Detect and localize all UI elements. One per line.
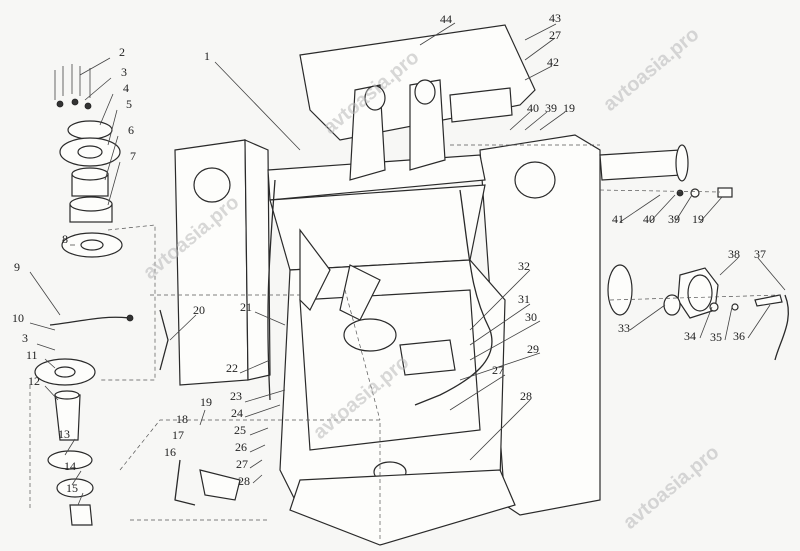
callout-26: 26: [235, 440, 247, 454]
callout-27: 27: [236, 457, 248, 471]
callout-29: 29: [527, 342, 539, 356]
callout-32: 32: [518, 259, 530, 273]
callout-19b: 19: [692, 212, 704, 226]
callout-23: 23: [230, 389, 242, 403]
callout-3b: 3: [22, 331, 28, 345]
callout-11: 11: [26, 348, 38, 362]
callout-39: 39: [668, 212, 680, 226]
callout-43: 43: [549, 11, 561, 25]
watermark: avtoasia.pro: [619, 441, 723, 534]
callout-37: 37: [754, 247, 766, 261]
callout-31: 31: [518, 292, 530, 306]
guide-lines: [29, 144, 781, 540]
callout-34: 34: [684, 329, 696, 343]
callout-9: 9: [14, 260, 20, 274]
callout-42: 42: [547, 55, 559, 69]
callout-24: 24: [231, 406, 243, 420]
hoses: [174, 179, 493, 506]
callout-17: 17: [172, 428, 184, 442]
callout-2: 2: [119, 45, 125, 59]
callout-19: 19: [200, 395, 212, 409]
callout-15: 15: [66, 481, 78, 495]
callout-7: 7: [130, 149, 136, 163]
top-cover: [299, 24, 536, 181]
callout-12: 12: [28, 374, 40, 388]
callout-22: 22: [226, 361, 238, 375]
callout-28b: 28: [520, 389, 532, 403]
callout-14: 14: [64, 459, 76, 473]
callout-40: 40: [643, 212, 655, 226]
pin-41: [599, 144, 733, 198]
callout-27b: 27: [492, 363, 504, 377]
callout-25: 25: [234, 423, 246, 437]
callouts: 1 2 3 4 5 6 7 8 9 10 3 11 12 13 14 15 16…: [12, 11, 766, 495]
callout-40b: 40: [527, 101, 539, 115]
callout-36: 36: [733, 329, 745, 343]
callout-1: 1: [204, 49, 210, 63]
callout-3: 3: [121, 65, 127, 79]
main-frame: [174, 134, 633, 546]
callout-6: 6: [128, 123, 134, 137]
callout-13: 13: [58, 427, 70, 441]
callout-33: 33: [618, 321, 630, 335]
callout-8: 8: [62, 232, 68, 246]
callout-19c: 19: [563, 101, 575, 115]
callout-28: 28: [238, 474, 250, 488]
left-bearing-stack: [34, 64, 169, 526]
watermark: avtoasia.pro: [599, 23, 703, 116]
callout-41: 41: [612, 212, 624, 226]
callout-21: 21: [240, 300, 252, 314]
callout-35: 35: [710, 330, 722, 344]
hub-38: [663, 267, 789, 361]
callout-16: 16: [164, 445, 176, 459]
callout-27c: 27: [549, 28, 561, 42]
callout-10: 10: [12, 311, 24, 325]
callout-44: 44: [440, 12, 452, 26]
callout-30: 30: [525, 310, 537, 324]
callout-39b: 39: [545, 101, 557, 115]
callout-4: 4: [123, 81, 129, 95]
callout-5: 5: [126, 97, 132, 111]
leader-lines: [29, 22, 786, 506]
callout-38: 38: [728, 247, 740, 261]
callout-18: 18: [176, 412, 188, 426]
callout-20: 20: [193, 303, 205, 317]
